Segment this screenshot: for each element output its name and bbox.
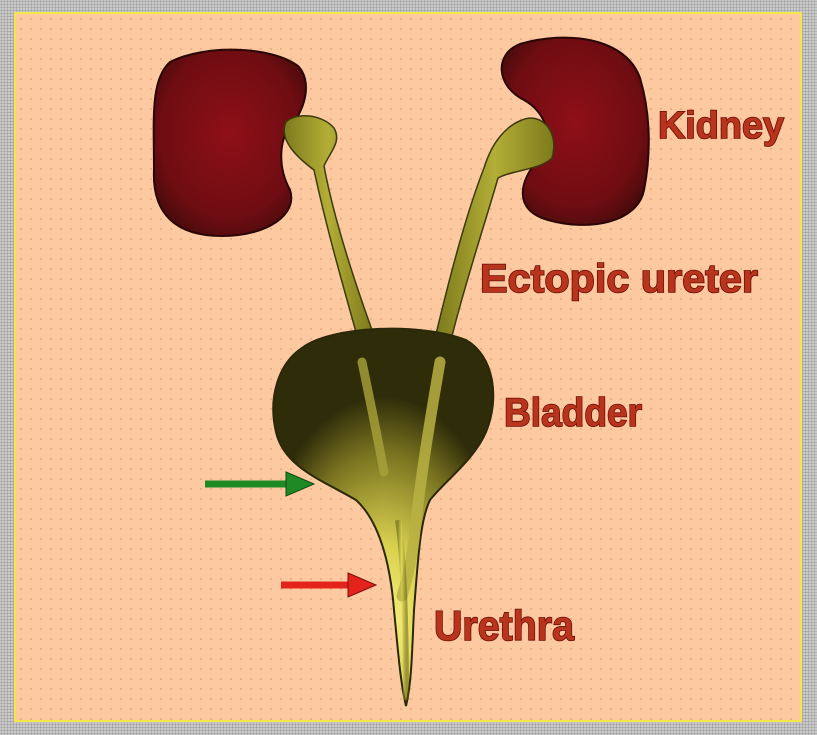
label-urethra: Urethra [434, 602, 575, 649]
left-kidney [154, 50, 306, 236]
label-ectopic-ureter: Ectopic ureter [480, 257, 758, 301]
red-arrow [281, 573, 376, 597]
left-ureter [284, 116, 372, 332]
bladder [273, 329, 493, 706]
green-arrow [205, 472, 314, 496]
label-bladder: Bladder [504, 391, 642, 435]
label-kidney: Kidney [658, 105, 784, 147]
right-ureter [436, 118, 554, 336]
